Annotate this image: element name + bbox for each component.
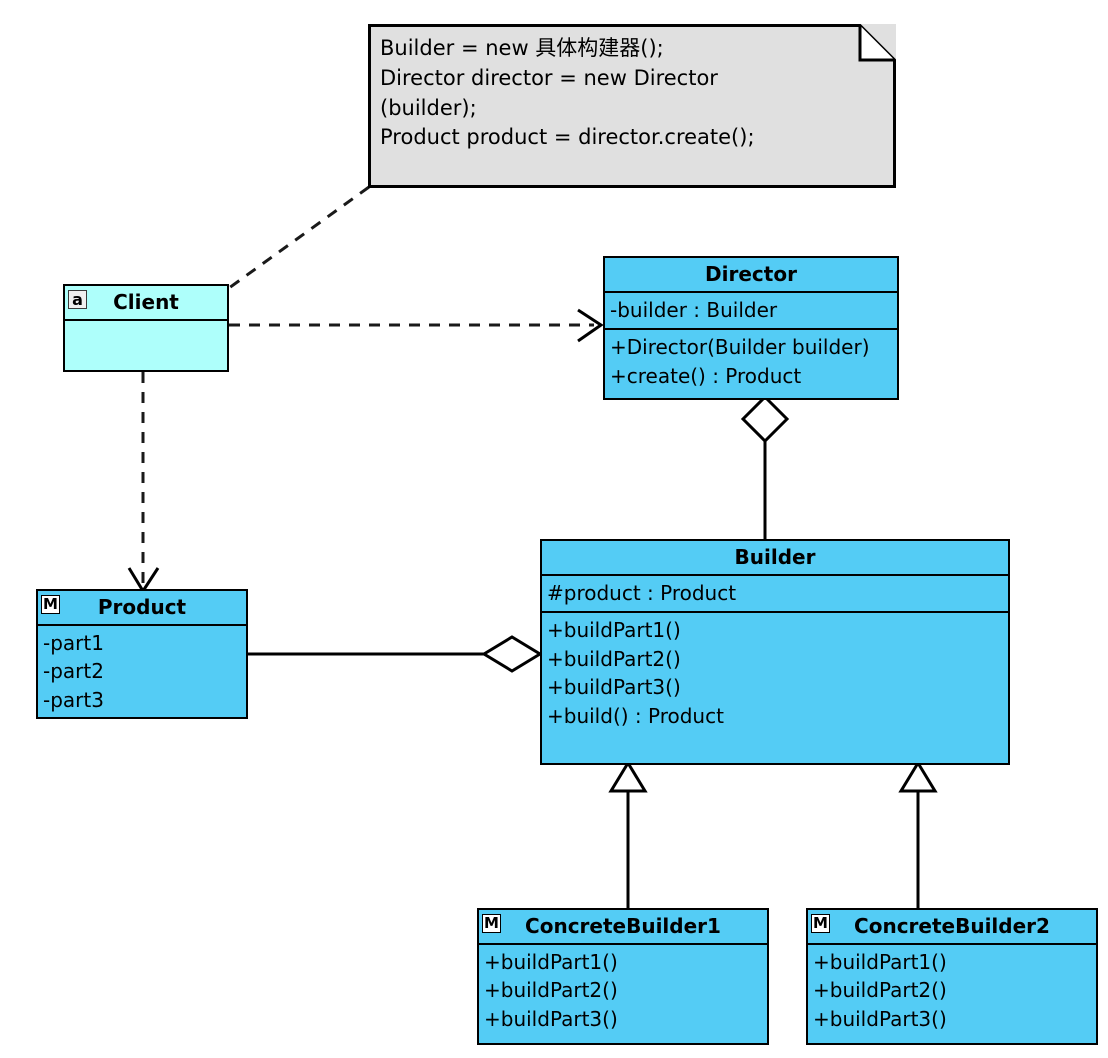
operation-row: +buildPart1() xyxy=(547,618,681,643)
note-shape xyxy=(368,24,896,188)
operation-row: +buildPart3() xyxy=(547,675,681,700)
hollow-triangle-concretebuilder2 xyxy=(898,760,938,793)
operation-row: +build() : Product xyxy=(547,703,724,728)
arrowhead-open-client-director xyxy=(577,308,604,343)
hollow-diamond-builder xyxy=(481,635,543,673)
model-marker-icon: M xyxy=(811,914,830,933)
operation-row: +buildPart2() xyxy=(484,978,618,1003)
class-header-concretebuilder1: M ConcreteBuilder1 xyxy=(479,910,767,945)
attribute-row: -part2 xyxy=(43,659,104,684)
class-attributes-product: -part1 -part2 -part3 xyxy=(38,626,246,718)
class-operations-concretebuilder2: +buildPart1() +buildPart2() +buildPart3(… xyxy=(808,945,1096,1037)
class-box-product[interactable]: M Product -part1 -part2 -part3 xyxy=(36,589,248,719)
class-box-builder[interactable]: Builder #product : Product +buildPart1()… xyxy=(540,539,1010,765)
class-box-client[interactable]: a Client xyxy=(63,284,229,372)
class-body-client xyxy=(65,321,227,373)
operation-row: +buildPart3() xyxy=(813,1006,947,1031)
class-attributes-builder: #product : Product xyxy=(542,576,1008,611)
hollow-diamond-director xyxy=(740,394,790,444)
class-name-concretebuilder1: ConcreteBuilder1 xyxy=(525,914,721,938)
attribute-row: -part1 xyxy=(43,631,104,655)
class-operations-director: +Director(Builder builder) +create() : P… xyxy=(605,328,897,394)
class-header-director: Director xyxy=(605,258,897,293)
hollow-triangle-concretebuilder1 xyxy=(608,760,648,793)
class-operations-concretebuilder1: +buildPart1() +buildPart2() +buildPart3(… xyxy=(479,945,767,1037)
note-outline xyxy=(368,24,896,188)
operation-row: +buildPart3() xyxy=(484,1006,618,1031)
attribute-row: #product : Product xyxy=(547,581,737,605)
class-box-concretebuilder2[interactable]: M ConcreteBuilder2 +buildPart1() +buildP… xyxy=(806,908,1098,1045)
note-text: Builder = new 具体构建器(); Director director… xyxy=(380,36,755,150)
class-name-client: Client xyxy=(113,290,179,314)
note-fold-icon xyxy=(858,25,895,62)
model-marker-icon: M xyxy=(482,914,501,933)
class-box-concretebuilder1[interactable]: M ConcreteBuilder1 +buildPart1() +buildP… xyxy=(477,908,769,1045)
edge-note-to-client xyxy=(228,185,370,290)
class-header-concretebuilder2: M ConcreteBuilder2 xyxy=(808,910,1096,945)
class-header-builder: Builder xyxy=(542,541,1008,576)
code-note[interactable]: Builder = new 具体构建器(); Director director… xyxy=(368,24,896,188)
model-marker-icon: M xyxy=(41,595,60,614)
operation-row: +buildPart2() xyxy=(547,646,681,671)
attribute-row: -builder : Builder xyxy=(610,298,778,322)
operation-row: +buildPart1() xyxy=(484,950,618,974)
class-name-concretebuilder2: ConcreteBuilder2 xyxy=(854,914,1050,938)
operation-row: +create() : Product xyxy=(610,363,802,388)
class-box-director[interactable]: Director -builder : Builder +Director(Bu… xyxy=(603,256,899,400)
abstract-marker-icon: a xyxy=(68,290,87,309)
operation-row: +Director(Builder builder) xyxy=(610,335,870,360)
class-name-builder: Builder xyxy=(734,545,816,569)
attribute-row: -part3 xyxy=(43,687,104,712)
operation-row: +buildPart1() xyxy=(813,950,947,974)
class-header-product: M Product xyxy=(38,591,246,626)
class-name-director: Director xyxy=(705,262,797,286)
class-name-product: Product xyxy=(97,595,187,619)
operation-row: +buildPart2() xyxy=(813,978,947,1003)
class-header-client: a Client xyxy=(65,286,227,321)
class-attributes-director: -builder : Builder xyxy=(605,293,897,328)
arrowhead-open-client-product xyxy=(127,567,160,594)
class-operations-builder: +buildPart1() +buildPart2() +buildPart3(… xyxy=(542,611,1008,734)
